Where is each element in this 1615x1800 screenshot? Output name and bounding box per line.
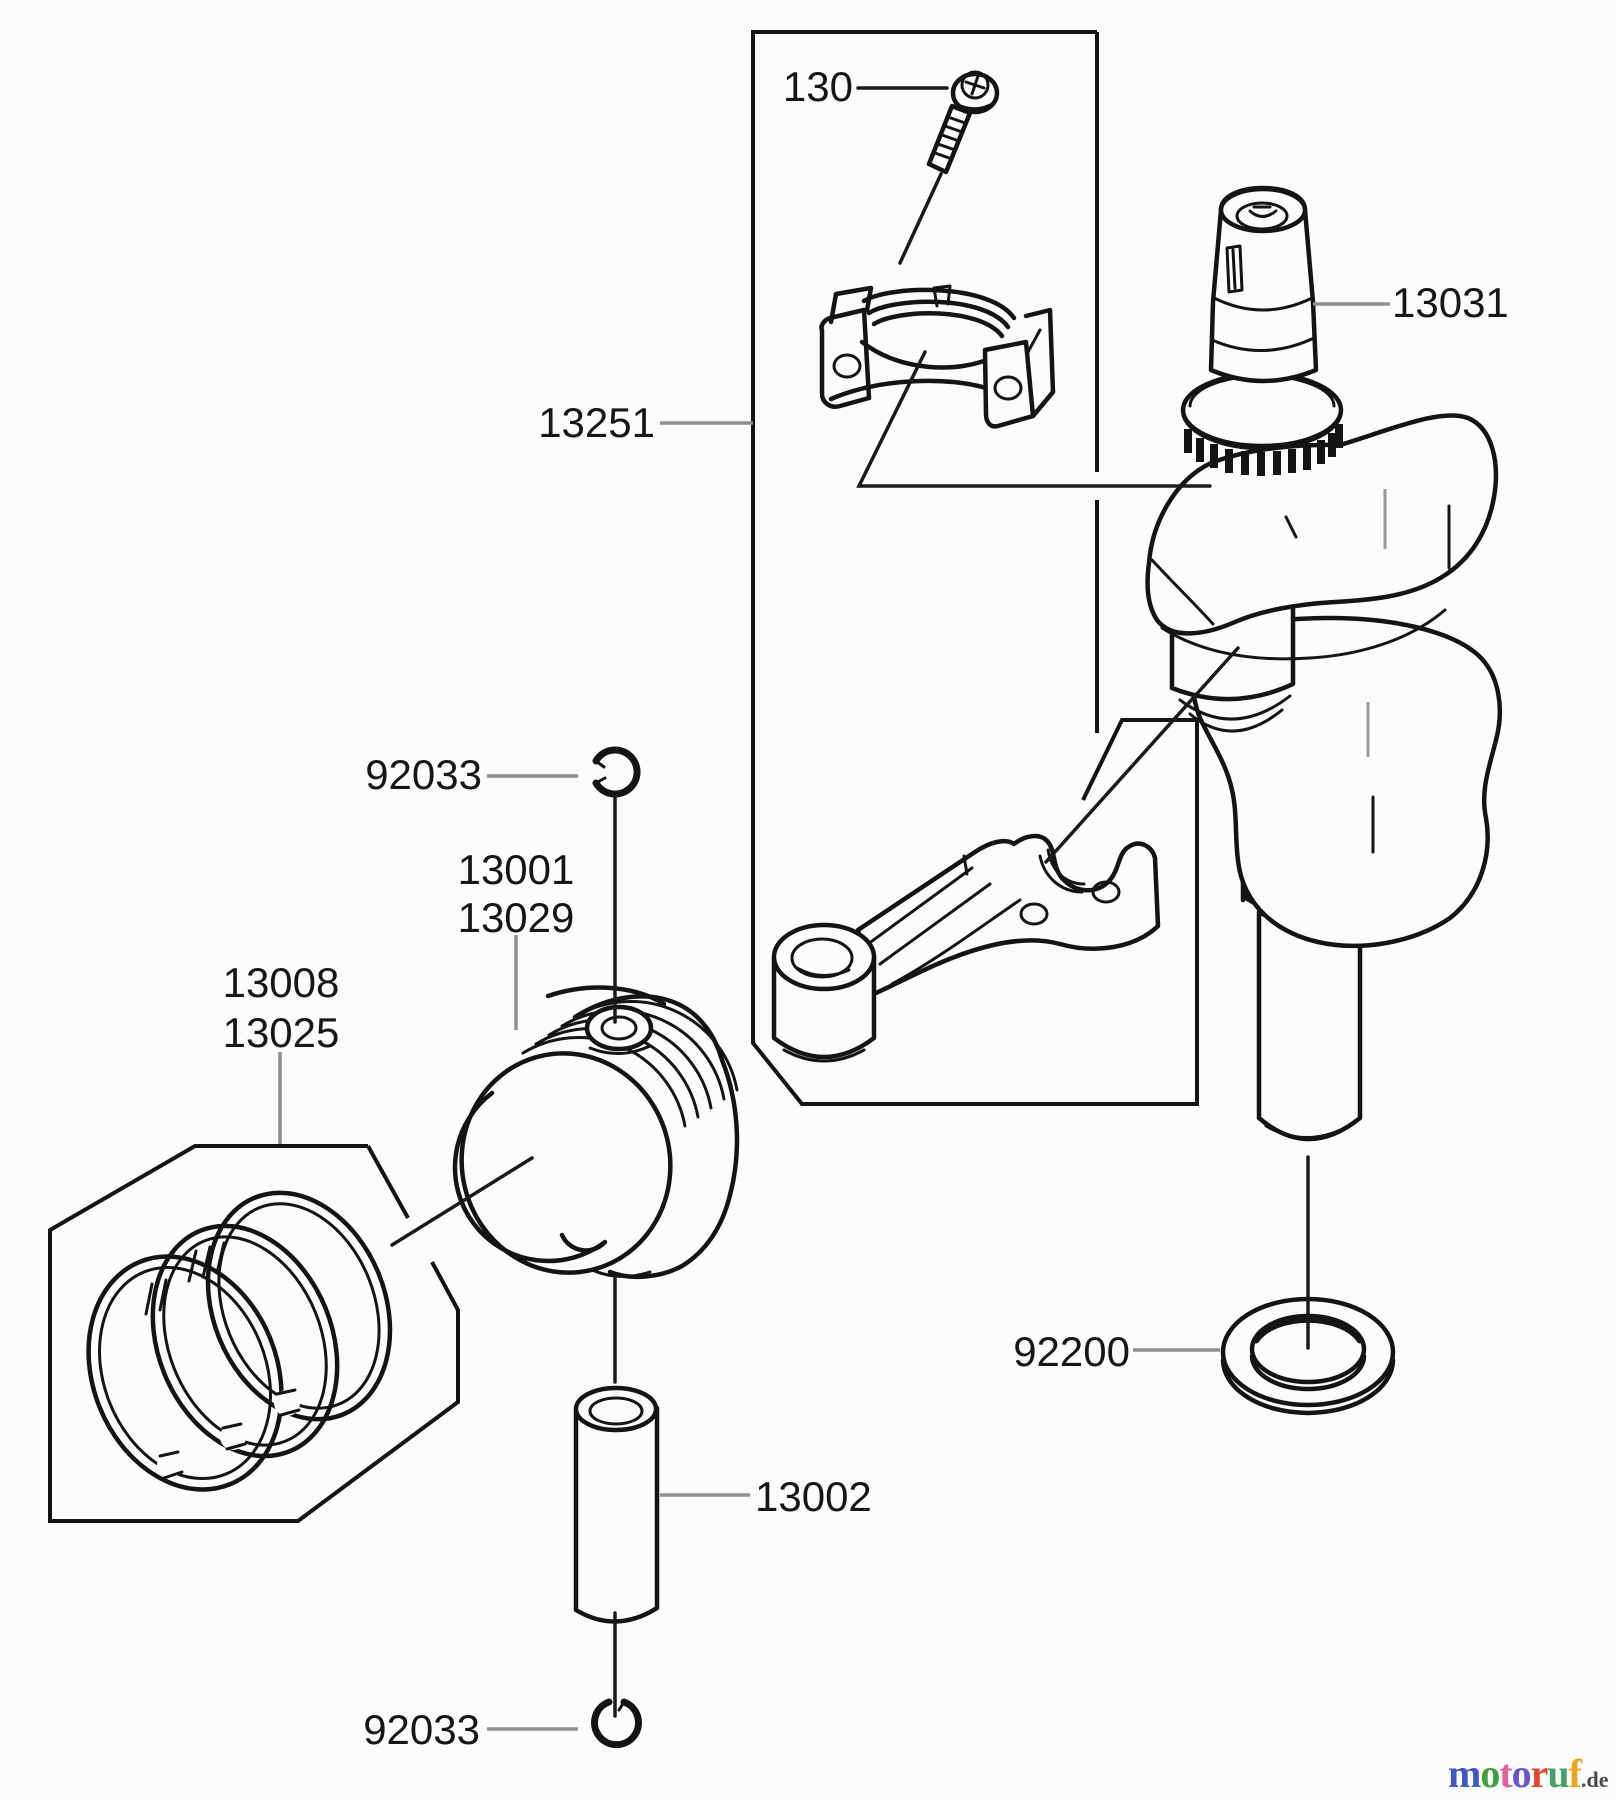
watermark-letter: t [1499, 1751, 1512, 1796]
part-label-92033-top: 92033 [365, 751, 482, 798]
motoruf-watermark: motoruf.de [1448, 1750, 1613, 1797]
label-leaders [278, 302, 1390, 1731]
rings-box [48, 1144, 460, 1523]
watermark-suffix: .de [1581, 1767, 1609, 1792]
part-label-13008: 13008 [223, 959, 340, 1006]
circlip-bottom-part [591, 1698, 642, 1749]
crankshaft-part [1145, 185, 1503, 1142]
circlip-top-part [592, 746, 641, 798]
watermark-letter: o [1511, 1751, 1532, 1796]
part-label-13251: 13251 [538, 399, 655, 446]
part-label-92033-bottom: 92033 [363, 1706, 480, 1753]
assembly-box-13251 [751, 30, 1199, 1106]
part-label-13031: 13031 [1392, 279, 1509, 326]
rod-bolt-part [926, 70, 1000, 175]
part-label-13029: 13029 [458, 894, 575, 941]
piston-pin-part [573, 1385, 660, 1624]
pointer-lines [390, 86, 1310, 1718]
crank-nose [1208, 185, 1319, 384]
part-label-13002: 13002 [755, 1473, 872, 1520]
connecting-rod-part [771, 833, 1161, 1063]
part-label-13001: 13001 [458, 846, 575, 893]
piston-part [452, 985, 740, 1279]
part-label-130: 130 [783, 63, 853, 110]
timing-gear [1180, 371, 1344, 476]
part-label-92200: 92200 [1013, 1328, 1130, 1375]
part-label-13025: 13025 [223, 1009, 340, 1056]
piston-rings [86, 1190, 393, 1492]
watermark-letter: o [1480, 1751, 1500, 1796]
watermark-letter: m [1448, 1751, 1481, 1796]
rod-cap-part [819, 284, 1056, 429]
watermark-letter: r [1530, 1751, 1549, 1796]
watermark-letter: f [1568, 1751, 1582, 1796]
watermark-letter: u [1547, 1751, 1569, 1796]
